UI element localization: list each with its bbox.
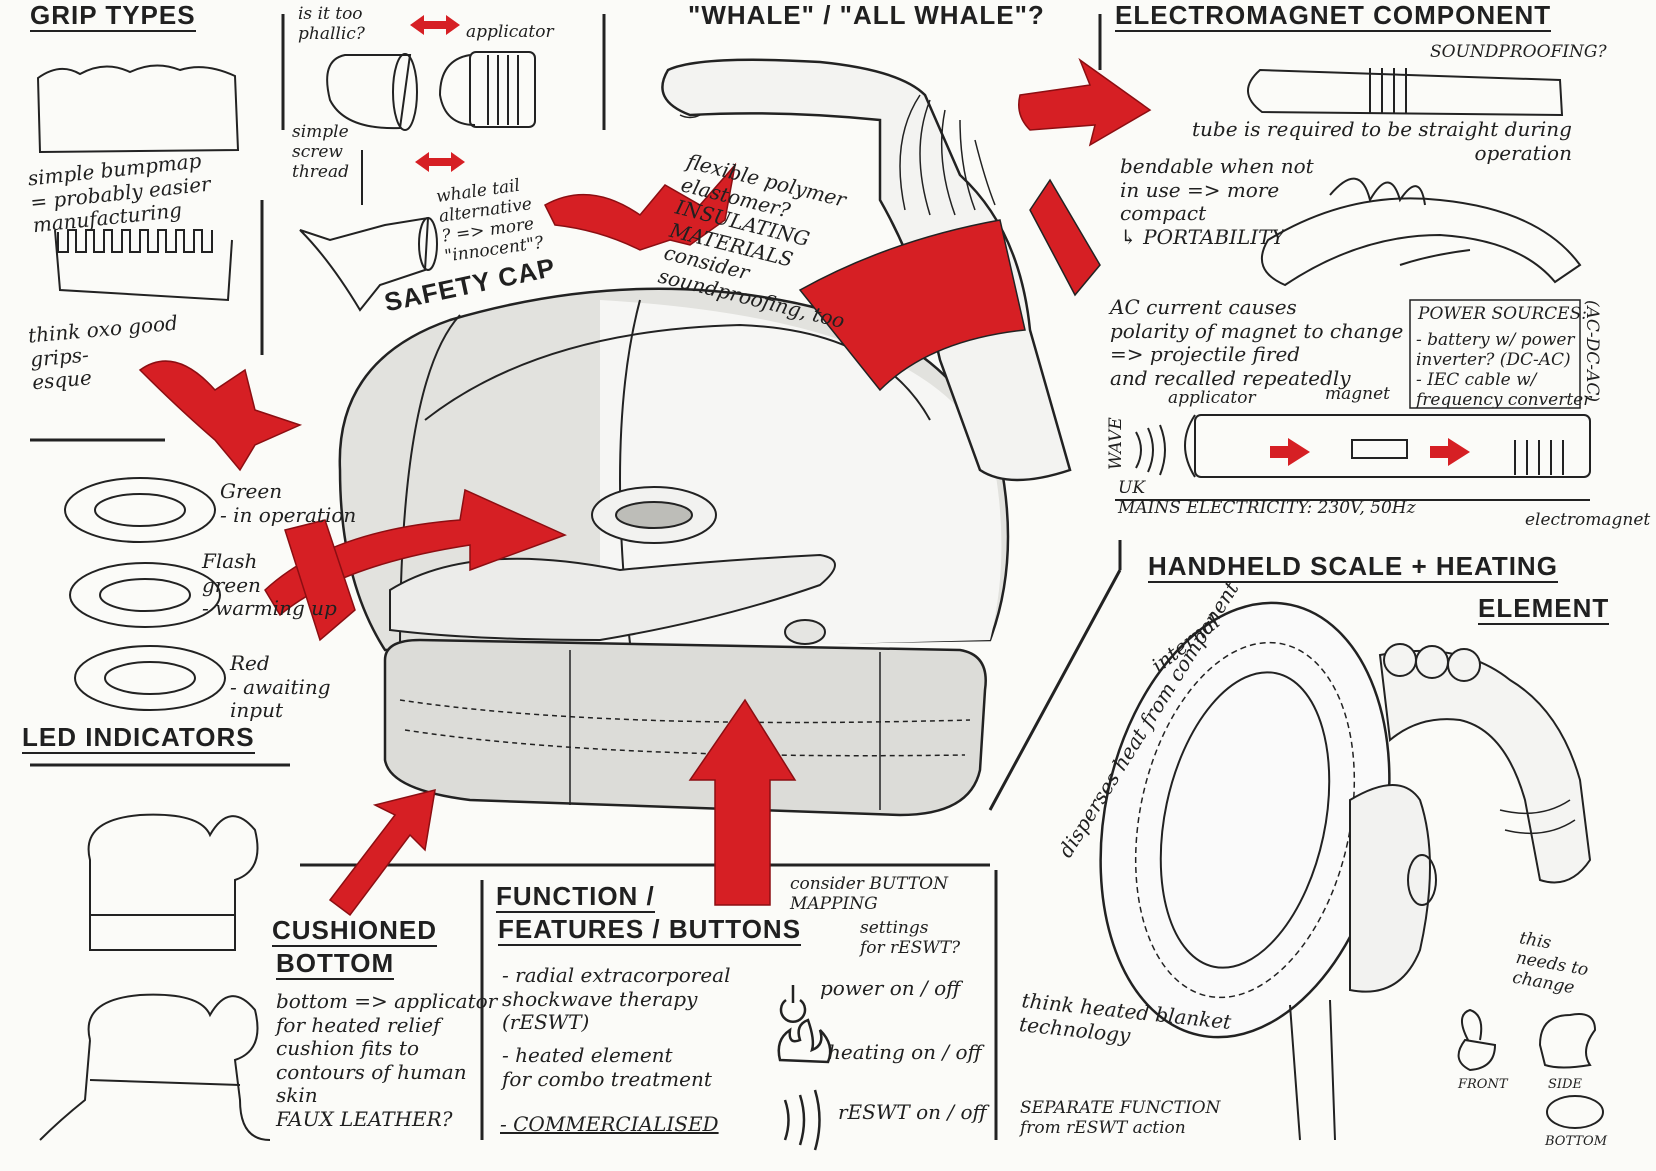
label-electromagnet: electromagnet [1525, 510, 1651, 530]
mini-view-sketches [1457, 1008, 1604, 1129]
power-source-2: - IEC cable w/ frequency converter [1416, 370, 1592, 411]
power-source-1: - battery w/ power inverter? (DC-AC) [1416, 330, 1575, 371]
button-heating-label: heating on / off [828, 1040, 982, 1064]
heading-led-indicators: LED INDICATORS [22, 723, 255, 755]
handheld-separate-note: SEPARATE FUNCTION from rESWT action [1020, 1098, 1221, 1139]
handheld-device-sketch [1099, 601, 1592, 1141]
function-item-1: - radial extracorporeal shockwave therap… [502, 963, 731, 1035]
grip-oxo-note: think oxo good grips- esque [27, 310, 179, 395]
led-red-note: Red - awaiting input [230, 651, 331, 723]
whale-tail-sketch [661, 58, 1101, 482]
cushion-sketches [39, 813, 271, 1141]
heading-whale: "WHALE" / "ALL WHALE"? [688, 0, 1045, 30]
electro-soundproofing-label: SOUNDPROOFING? [1430, 42, 1607, 62]
function-item-2: - heated element for combo treatment [502, 1043, 712, 1091]
cushion-note: bottom => applicator for heated relief c… [276, 989, 498, 1131]
red-annotation-arrows [138, 57, 1152, 917]
electro-tube-note: tube is required to be straight during o… [1192, 117, 1572, 165]
label-applicator: applicator [1168, 388, 1256, 408]
heading-cushioned-2: BOTTOM [276, 949, 395, 981]
heading-grip-types: GRIP TYPES [30, 1, 196, 33]
heading-function-2: FEATURES / BUTTONS [498, 915, 802, 947]
heading-handheld-2: ELEMENT [1478, 594, 1610, 626]
electromagnet-sketches [1115, 68, 1591, 501]
label-magnet: magnet [1325, 384, 1390, 404]
view-bottom-label: BOTTOM [1545, 1134, 1608, 1149]
button-reswt-label: rESWT on / off [838, 1100, 987, 1124]
view-front-label: FRONT [1458, 1077, 1508, 1092]
main-product-body [338, 287, 1010, 817]
electro-ac-note: AC current causes polarity of magnet to … [1110, 295, 1404, 390]
function-settings-note: settings for rESWT? [860, 918, 961, 959]
view-side-label: SIDE [1548, 1077, 1582, 1092]
cap-whale-tail-note: whale tail alternative ? => more "innoce… [434, 175, 545, 267]
power-sources-title: POWER SOURCES: [1418, 304, 1587, 324]
button-icon-group [777, 985, 832, 1151]
function-consider-note: consider BUTTON MAPPING [790, 874, 948, 915]
led-green-note: Green - in operation [220, 479, 357, 527]
cap-red-markers [410, 15, 465, 172]
power-source-3: (AC-DC-AC) [1582, 300, 1602, 402]
led-indicator-sketches [64, 477, 226, 711]
cap-applicator-label: applicator [466, 22, 554, 42]
cap-screw-note: simple screw thread [292, 122, 349, 183]
label-wave: WAVE [1106, 417, 1126, 470]
led-flash-note: Flash green - warming up [202, 549, 337, 621]
cap-phallic-note: is it too phallic? [298, 4, 365, 45]
mains-electricity-note: UK MAINS ELECTRICITY: 230V, 50Hz [1118, 478, 1416, 519]
button-power-label: power on / off [820, 976, 961, 1000]
safety-cap-sketches [299, 51, 536, 312]
heading-cushioned-1: CUSHIONED [272, 916, 438, 948]
heading-handheld-1: HANDHELD SCALE + HEATING [1148, 552, 1558, 584]
heading-function-1: FUNCTION / [496, 882, 655, 914]
function-item-3: - COMMERCIALISED [500, 1112, 719, 1136]
power-sources-box [1409, 299, 1581, 409]
electromagnet-red-arrows [1270, 438, 1470, 466]
section-dividers [30, 14, 1122, 1140]
grip-sketches [36, 64, 240, 302]
electro-bendable-note: bendable when not in use => more compact… [1120, 154, 1314, 249]
heading-electromagnet: ELECTROMAGNET COMPONENT [1115, 1, 1552, 33]
